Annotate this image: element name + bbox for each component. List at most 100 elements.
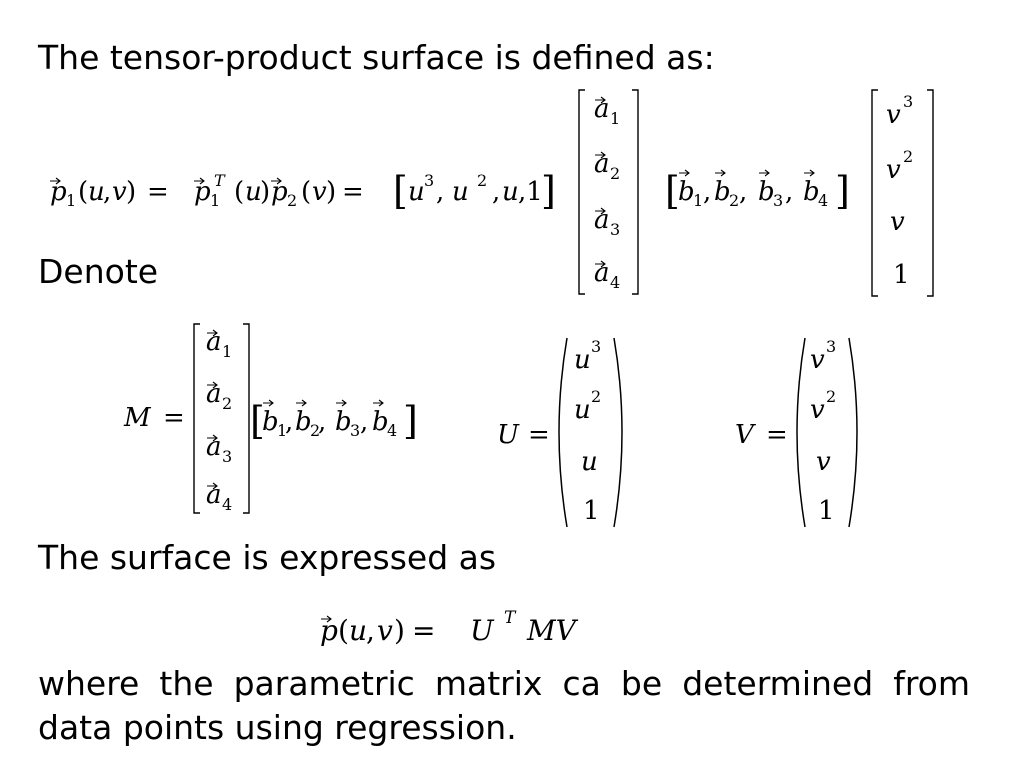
svg-text:=: =: [412, 614, 435, 647]
svg-text:2: 2: [610, 164, 620, 183]
svg-text:u: u: [245, 177, 262, 207]
svg-text:a: a: [594, 94, 610, 124]
svg-text:1: 1: [210, 191, 220, 210]
svg-text:b: b: [295, 407, 312, 437]
svg-text:a: a: [594, 149, 610, 179]
denote-label: Denote: [38, 252, 159, 291]
svg-text:4: 4: [387, 421, 397, 440]
svg-text:(: (: [234, 177, 244, 207]
svg-text:U: U: [470, 614, 495, 647]
svg-text:1: 1: [277, 421, 287, 440]
svg-text:v: v: [816, 447, 831, 477]
svg-text:b: b: [803, 177, 820, 207]
svg-text:): ): [394, 614, 405, 647]
svg-text:]: ]: [835, 169, 850, 213]
svg-text:1: 1: [893, 260, 910, 290]
svg-text:b: b: [335, 407, 352, 437]
svg-text:,1: ,1: [518, 177, 543, 207]
svg-text:4: 4: [222, 495, 232, 514]
svg-text:p: p: [271, 177, 288, 207]
svg-text:1: 1: [818, 496, 835, 526]
svg-text:4: 4: [818, 191, 828, 210]
svg-text:2: 2: [591, 387, 601, 406]
svg-text:,: ,: [436, 177, 444, 207]
svg-text:T: T: [214, 171, 226, 190]
heading-text: The tensor-product surface is defined as…: [38, 38, 715, 77]
svg-text:(: (: [301, 177, 311, 207]
svg-text:3: 3: [591, 337, 601, 356]
svg-text:,: ,: [785, 177, 793, 207]
svg-text:3: 3: [773, 191, 783, 210]
svg-text:2: 2: [903, 147, 913, 166]
svg-text:b: b: [758, 177, 775, 207]
svg-text:v: v: [112, 177, 127, 207]
svg-text:V: V: [735, 420, 756, 450]
svg-text:=: =: [342, 177, 364, 207]
svg-text:]: ]: [541, 169, 556, 213]
svg-text:): ): [260, 177, 270, 207]
svg-text:v: v: [886, 155, 901, 185]
svg-text:MV: MV: [526, 614, 579, 647]
svg-text:u: u: [574, 395, 591, 425]
svg-text:,: ,: [103, 177, 111, 207]
svg-text:v: v: [886, 100, 901, 130]
svg-text:,: ,: [739, 177, 747, 207]
svg-text:=: =: [766, 420, 788, 450]
svg-text:v: v: [810, 345, 825, 375]
svg-text:(: (: [78, 177, 88, 207]
svg-text:T: T: [504, 608, 517, 628]
svg-text:2: 2: [477, 171, 487, 190]
svg-text:]: ]: [403, 399, 418, 443]
svg-text:u: u: [581, 447, 598, 477]
svg-text:U: U: [497, 420, 520, 450]
svg-text:2: 2: [310, 421, 320, 440]
svg-text:=: =: [528, 420, 550, 450]
svg-text:M: M: [123, 403, 152, 433]
svg-text:2: 2: [729, 191, 739, 210]
svg-text:u: u: [452, 177, 469, 207]
svg-text:a: a: [206, 432, 222, 462]
svg-text:[: [: [665, 169, 680, 213]
svg-text:(: (: [338, 614, 349, 647]
svg-text:,: ,: [318, 407, 326, 437]
equation-tensor-product: p 1 ( u , v ) = p 1 T ( u ) p 2 ( v ) =: [49, 89, 934, 297]
svg-text:,: ,: [360, 407, 368, 437]
svg-text:b: b: [262, 407, 279, 437]
svg-text:3: 3: [610, 220, 620, 239]
svg-text:1: 1: [693, 191, 703, 210]
svg-text:v: v: [377, 614, 393, 647]
svg-text:1: 1: [222, 342, 232, 361]
svg-text:b: b: [372, 407, 389, 437]
surface-expressed-text: The surface is expressed as: [38, 538, 497, 577]
svg-text:2: 2: [287, 191, 297, 210]
svg-text:2: 2: [826, 387, 836, 406]
svg-text:a: a: [206, 327, 222, 357]
equation-surface: p ( u , v ) = U T MV: [320, 608, 579, 647]
svg-text:a: a: [206, 480, 222, 510]
svg-text:v: v: [312, 177, 327, 207]
svg-text:1: 1: [583, 496, 600, 526]
svg-text:3: 3: [903, 92, 913, 111]
svg-text:p: p: [194, 177, 211, 207]
svg-text:b: b: [714, 177, 731, 207]
svg-text:,: ,: [492, 177, 500, 207]
svg-text:[: [: [250, 399, 265, 443]
svg-text:v: v: [890, 207, 905, 237]
svg-text:u: u: [502, 177, 519, 207]
svg-text:,: ,: [703, 177, 711, 207]
svg-text:3: 3: [350, 421, 360, 440]
svg-text:u: u: [349, 614, 367, 647]
svg-text:3: 3: [222, 447, 232, 466]
svg-text:3: 3: [424, 171, 434, 190]
svg-text:2: 2: [222, 394, 232, 413]
svg-text:1: 1: [610, 109, 620, 128]
svg-text:u: u: [88, 177, 105, 207]
svg-text:a: a: [206, 379, 222, 409]
svg-text:u: u: [574, 345, 591, 375]
svg-text:b: b: [678, 177, 695, 207]
svg-text:1: 1: [66, 191, 76, 210]
